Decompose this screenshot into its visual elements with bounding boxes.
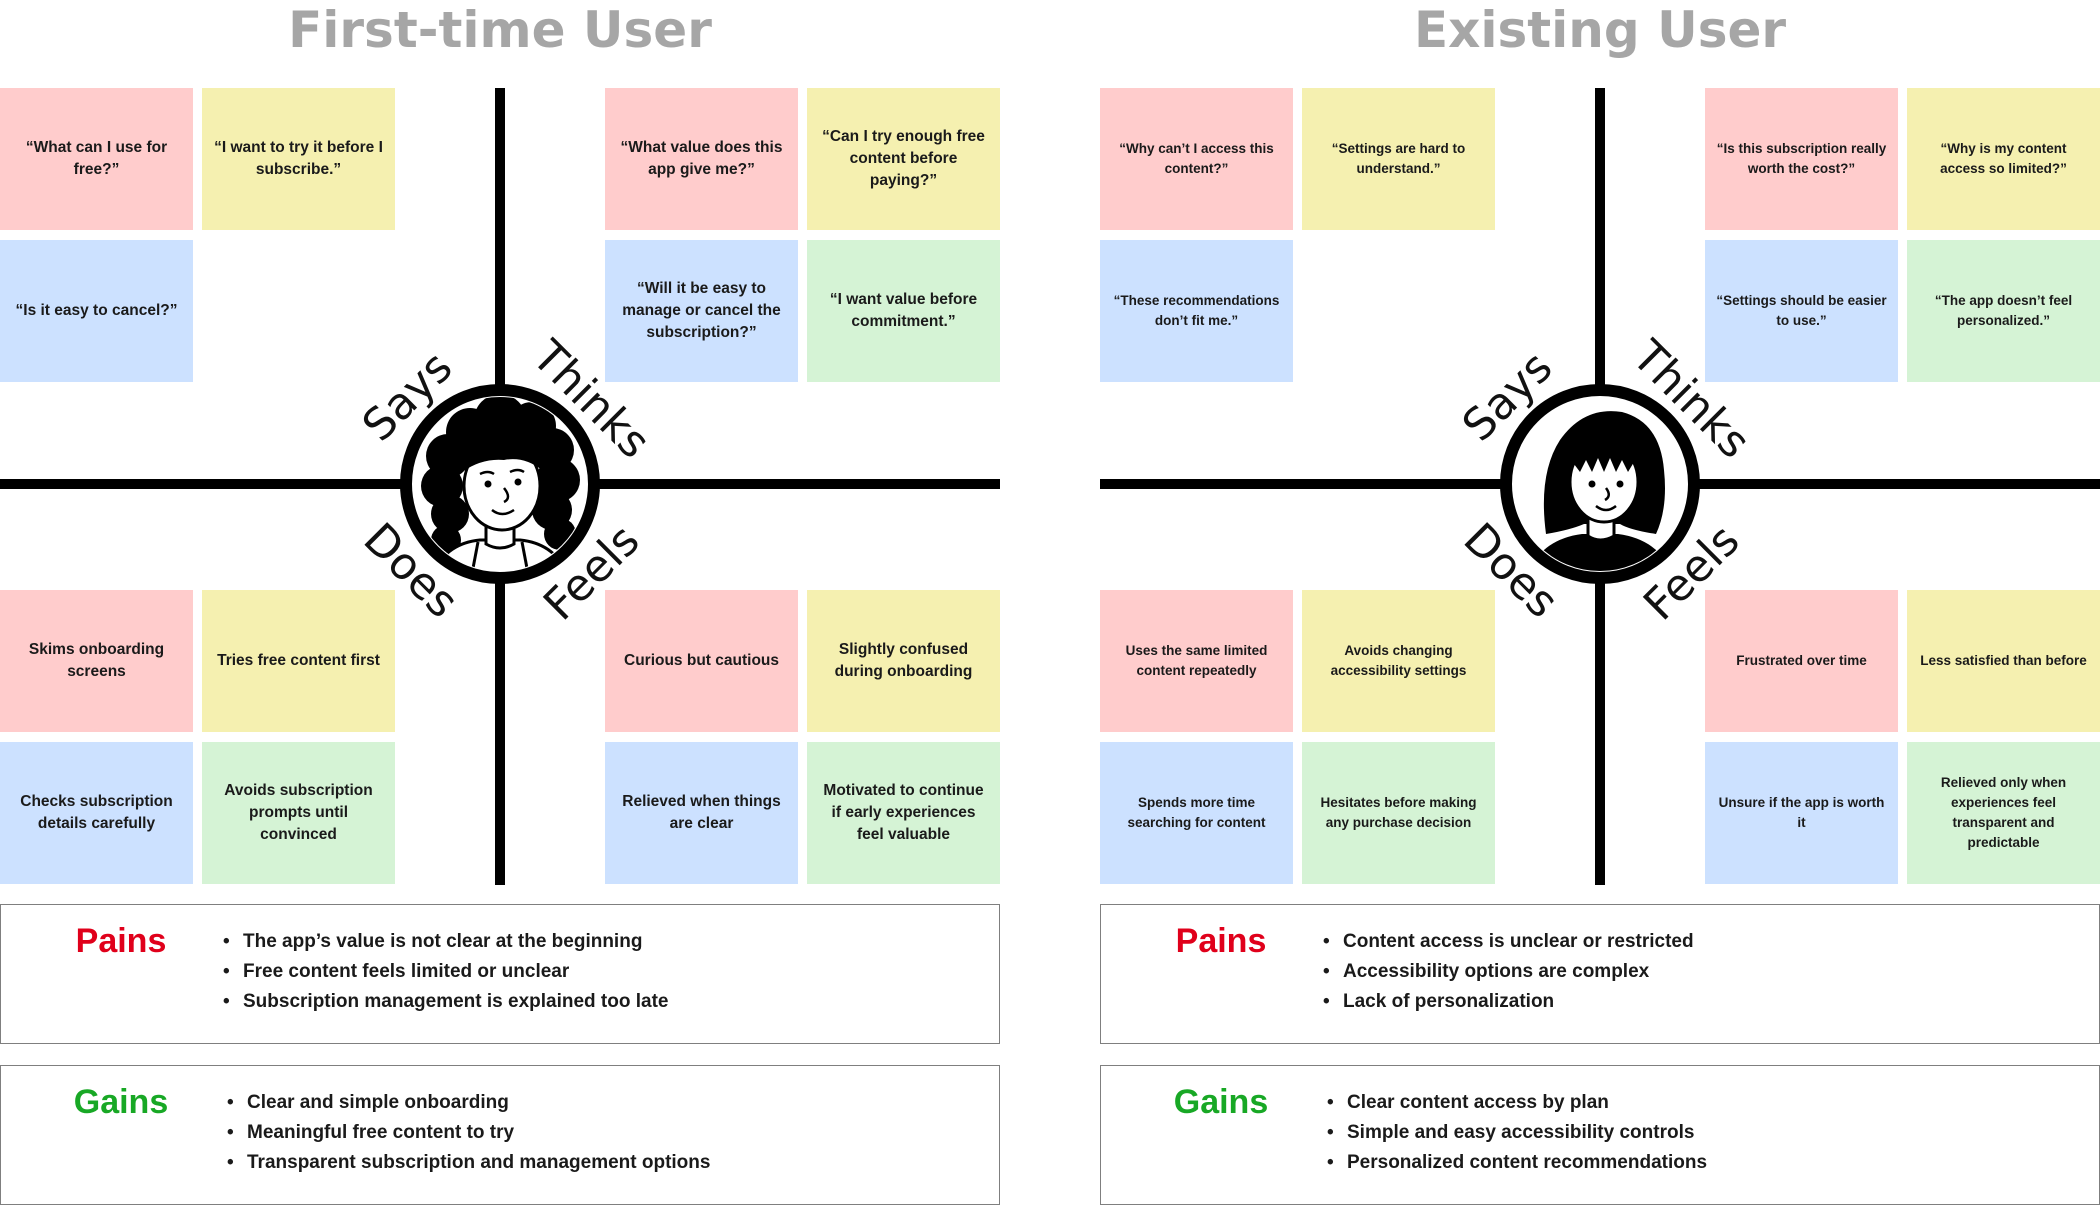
- pain-item: Lack of personalization: [1323, 987, 1694, 1017]
- thinks-note: “Is this subscription really worth the c…: [1705, 88, 1898, 230]
- bob-hair-woman-avatar-icon: [1500, 384, 1700, 584]
- feels-note: Slightly confused during onboarding: [807, 590, 1000, 732]
- pains-heading: Pains: [75, 922, 167, 960]
- says-note: “What can I use for free?”: [0, 88, 193, 230]
- gain-item: Simple and easy accessibility controls: [1327, 1118, 1707, 1148]
- does-note: Skims onboarding screens: [0, 590, 193, 732]
- gains-list: Clear and simple onboarding Meaningful f…: [227, 1088, 710, 1178]
- gains-list: Clear content access by plan Simple and …: [1327, 1088, 1707, 1178]
- gain-item: Clear content access by plan: [1327, 1088, 1707, 1118]
- feels-note: Motivated to continue if early experienc…: [807, 742, 1000, 884]
- feels-note: Less satisfied than before: [1907, 590, 2100, 732]
- pain-item: Subscription management is explained too…: [223, 987, 668, 1017]
- first-time-user-empathy-map: First-time User “What can I use for free…: [0, 0, 1000, 1221]
- thinks-note: “Why is my content access so limited?”: [1907, 88, 2100, 230]
- says-note: “I want to try it before I subscribe.”: [202, 88, 395, 230]
- curly-hair-woman-avatar-icon: [400, 384, 600, 584]
- thinks-note: “I want value before commitment.”: [807, 240, 1000, 382]
- thinks-note: “Settings should be easier to use.”: [1705, 240, 1898, 382]
- gains-heading: Gains: [1173, 1083, 1269, 1121]
- does-note: Checks subscription details carefully: [0, 742, 193, 884]
- does-note: Hesitates before making any purchase dec…: [1302, 742, 1495, 884]
- does-note: Avoids subscription prompts until convin…: [202, 742, 395, 884]
- gain-item: Clear and simple onboarding: [227, 1088, 710, 1118]
- pains-heading: Pains: [1175, 922, 1267, 960]
- says-note: “Settings are hard to understand.”: [1302, 88, 1495, 230]
- feels-note: Relieved only when experiences feel tran…: [1907, 742, 2100, 884]
- gains-box: Gains Clear content access by plan Simpl…: [1100, 1065, 2100, 1205]
- thinks-note: “Can I try enough free content before pa…: [807, 88, 1000, 230]
- existing-user-empathy-map: Existing User “Why can’t I access this c…: [1100, 0, 2100, 1221]
- feels-note: Relieved when things are clear: [605, 742, 798, 884]
- gains-box: Gains Clear and simple onboarding Meanin…: [0, 1065, 1000, 1205]
- does-note: Avoids changing accessibility settings: [1302, 590, 1495, 732]
- does-note: Spends more time searching for content: [1100, 742, 1293, 884]
- gain-item: Transparent subscription and management …: [227, 1148, 710, 1178]
- feels-note: Unsure if the app is worth it: [1705, 742, 1898, 884]
- thinks-note: “Will it be easy to manage or cancel the…: [605, 240, 798, 382]
- says-note: “Is it easy to cancel?”: [0, 240, 193, 382]
- gains-heading: Gains: [73, 1083, 169, 1121]
- pains-list: The app’s value is not clear at the begi…: [223, 927, 668, 1017]
- does-note: Tries free content first: [202, 590, 395, 732]
- says-note: “These recommendations don’t fit me.”: [1100, 240, 1293, 382]
- pain-item: The app’s value is not clear at the begi…: [223, 927, 668, 957]
- pains-list: Content access is unclear or restricted …: [1323, 927, 1694, 1017]
- gain-item: Personalized content recommendations: [1327, 1148, 1707, 1178]
- feels-note: Curious but cautious: [605, 590, 798, 732]
- feels-note: Frustrated over time: [1705, 590, 1898, 732]
- panel-title: Existing User: [1413, 1, 1787, 59]
- thinks-note: “The app doesn’t feel personalized.”: [1907, 240, 2100, 382]
- pain-item: Content access is unclear or restricted: [1323, 927, 1694, 957]
- pains-box: Pains The app’s value is not clear at th…: [0, 904, 1000, 1044]
- thinks-note: “What value does this app give me?”: [605, 88, 798, 230]
- does-note: Uses the same limited content repeatedly: [1100, 590, 1293, 732]
- panel-title: First-time User: [288, 1, 712, 59]
- pain-item: Free content feels limited or unclear: [223, 957, 668, 987]
- pain-item: Accessibility options are complex: [1323, 957, 1694, 987]
- says-note: “Why can’t I access this content?”: [1100, 88, 1293, 230]
- pains-box: Pains Content access is unclear or restr…: [1100, 904, 2100, 1044]
- gain-item: Meaningful free content to try: [227, 1118, 710, 1148]
